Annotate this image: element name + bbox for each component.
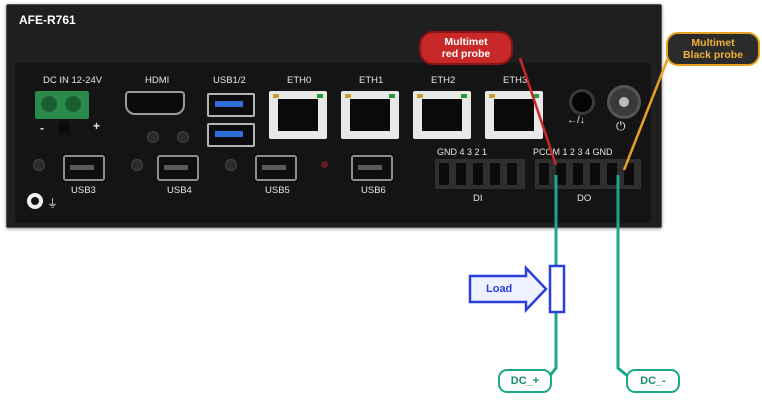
- eth2-port: [413, 91, 471, 139]
- eth0-label: ETH0: [287, 75, 312, 86]
- dc-latch: [59, 121, 69, 133]
- usb6-port: [351, 155, 393, 181]
- dc-in-terminal: [35, 91, 89, 119]
- usb4-port: [157, 155, 199, 181]
- screw: [147, 131, 159, 143]
- di-pin-labels: GND 4 3 2 1: [437, 147, 488, 157]
- red-probe-callout: Multimet red probe: [419, 31, 513, 65]
- load-label: Load: [486, 283, 513, 295]
- do-terminal-block: [535, 159, 641, 189]
- black-probe-line2: Black probe: [682, 49, 744, 61]
- io-panel: [15, 63, 651, 223]
- black-probe-line: [622, 57, 670, 171]
- di-label: DI: [473, 193, 483, 204]
- load-arrow: [468, 264, 548, 314]
- hdmi-port: [125, 91, 185, 115]
- load-resistor: [548, 264, 566, 314]
- usb1-port: [207, 93, 255, 117]
- usb5-port: [255, 155, 297, 181]
- ground-icon: ⏚: [47, 198, 58, 210]
- status-led: [321, 161, 328, 168]
- dc-minus-badge: DC_-: [626, 369, 680, 393]
- usb3-port: [63, 155, 105, 181]
- black-probe-callout: Multimet Black probe: [666, 32, 760, 66]
- screw: [225, 159, 237, 171]
- screw: [33, 159, 45, 171]
- usb5-label: USB5: [265, 185, 290, 196]
- dc-plus-label: +: [93, 119, 101, 133]
- model-label: AFE-R761: [19, 13, 76, 27]
- hdmi-label: HDMI: [145, 75, 170, 86]
- do-label: DO: [577, 193, 592, 204]
- usb4-label: USB4: [167, 185, 192, 196]
- usb3-label: USB3: [71, 185, 96, 196]
- headphone-mic-icon: ←/↓: [567, 115, 585, 126]
- audio-jack: [569, 89, 595, 115]
- dc-minus-label: -: [40, 121, 44, 135]
- power-icon: ⏻: [616, 119, 626, 133]
- dc-in-label: DC IN 12-24V: [43, 75, 103, 86]
- eth1-label: ETH1: [359, 75, 384, 86]
- red-probe-line1: Multimet: [444, 36, 488, 48]
- ground-screw: [27, 193, 43, 209]
- red-probe-line2: red probe: [441, 48, 491, 60]
- usb12-label: USB1/2: [213, 75, 246, 86]
- eth0-port: [269, 91, 327, 139]
- eth1-port: [341, 91, 399, 139]
- device-front-panel: AFE-R761 DC IN 12-24V - + HDMI USB1/2 ET…: [6, 4, 662, 228]
- usb6-label: USB6: [361, 185, 386, 196]
- dc-plus-badge: DC_+: [498, 369, 552, 393]
- red-probe-line: [518, 57, 558, 166]
- do-pin-labels: PCOM 1 2 3 4 GND: [533, 147, 613, 157]
- di-terminal-block: [435, 159, 525, 189]
- eth2-label: ETH2: [431, 75, 456, 86]
- screw: [131, 159, 143, 171]
- eth3-label: ETH3: [503, 75, 528, 86]
- screw: [177, 131, 189, 143]
- black-probe-line1: Multimet: [691, 37, 735, 49]
- power-button: [607, 85, 641, 119]
- usb2-port: [207, 123, 255, 147]
- dc-minus-wire: [616, 175, 631, 380]
